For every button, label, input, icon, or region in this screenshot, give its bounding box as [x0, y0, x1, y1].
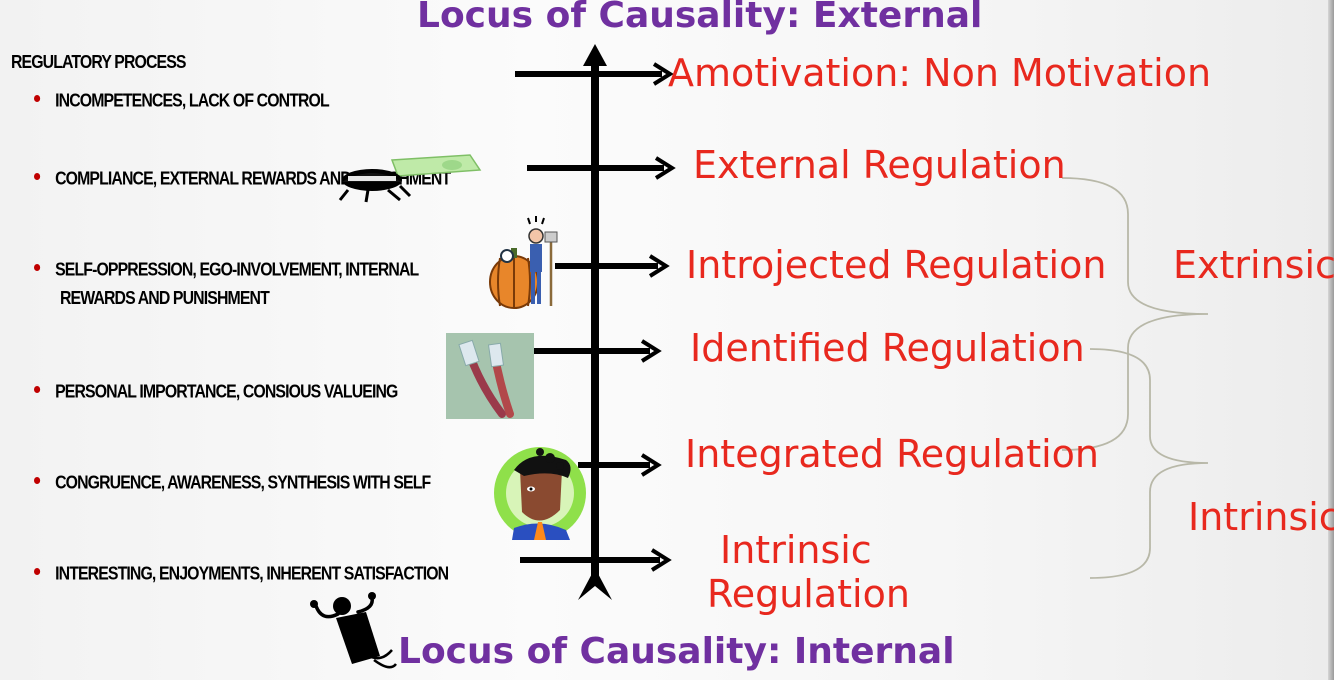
- wind-up-toy-money-icon: [340, 155, 480, 202]
- level-intrinsic-regulation: Intrinsic: [720, 529, 872, 573]
- level-intrinsic-regulation-cont: Regulation: [707, 573, 910, 617]
- pumpkin-farmer-icon: [490, 216, 557, 308]
- level-amotivation: Amotivation: Non Motivation: [668, 52, 1211, 96]
- arrow-introjected: [555, 256, 666, 276]
- axis-arrowhead-top: [583, 44, 607, 66]
- level-integrated-regulation: Integrated Regulation: [685, 433, 1099, 477]
- stick-figure-icon: [310, 592, 396, 667]
- causality-axis: [578, 44, 612, 600]
- arrow-external: [527, 158, 672, 178]
- level-identified-regulation: Identified Regulation: [690, 327, 1085, 371]
- group-extrinsic-label: Extrinsic: [1173, 246, 1334, 284]
- axis-arrowhead-bottom: [578, 568, 612, 600]
- level-introjected-regulation: Introjected Regulation: [686, 244, 1106, 288]
- extrinsic-brace: [1062, 178, 1208, 450]
- level-external-regulation: External Regulation: [693, 144, 1066, 188]
- toothbrushes-icon: [446, 333, 534, 419]
- intrinsic-brace: [1090, 349, 1208, 578]
- thinking-head-icon: [494, 447, 586, 540]
- arrow-integrated: [578, 455, 658, 475]
- group-intrinsic-label: Intrinsic: [1188, 498, 1334, 536]
